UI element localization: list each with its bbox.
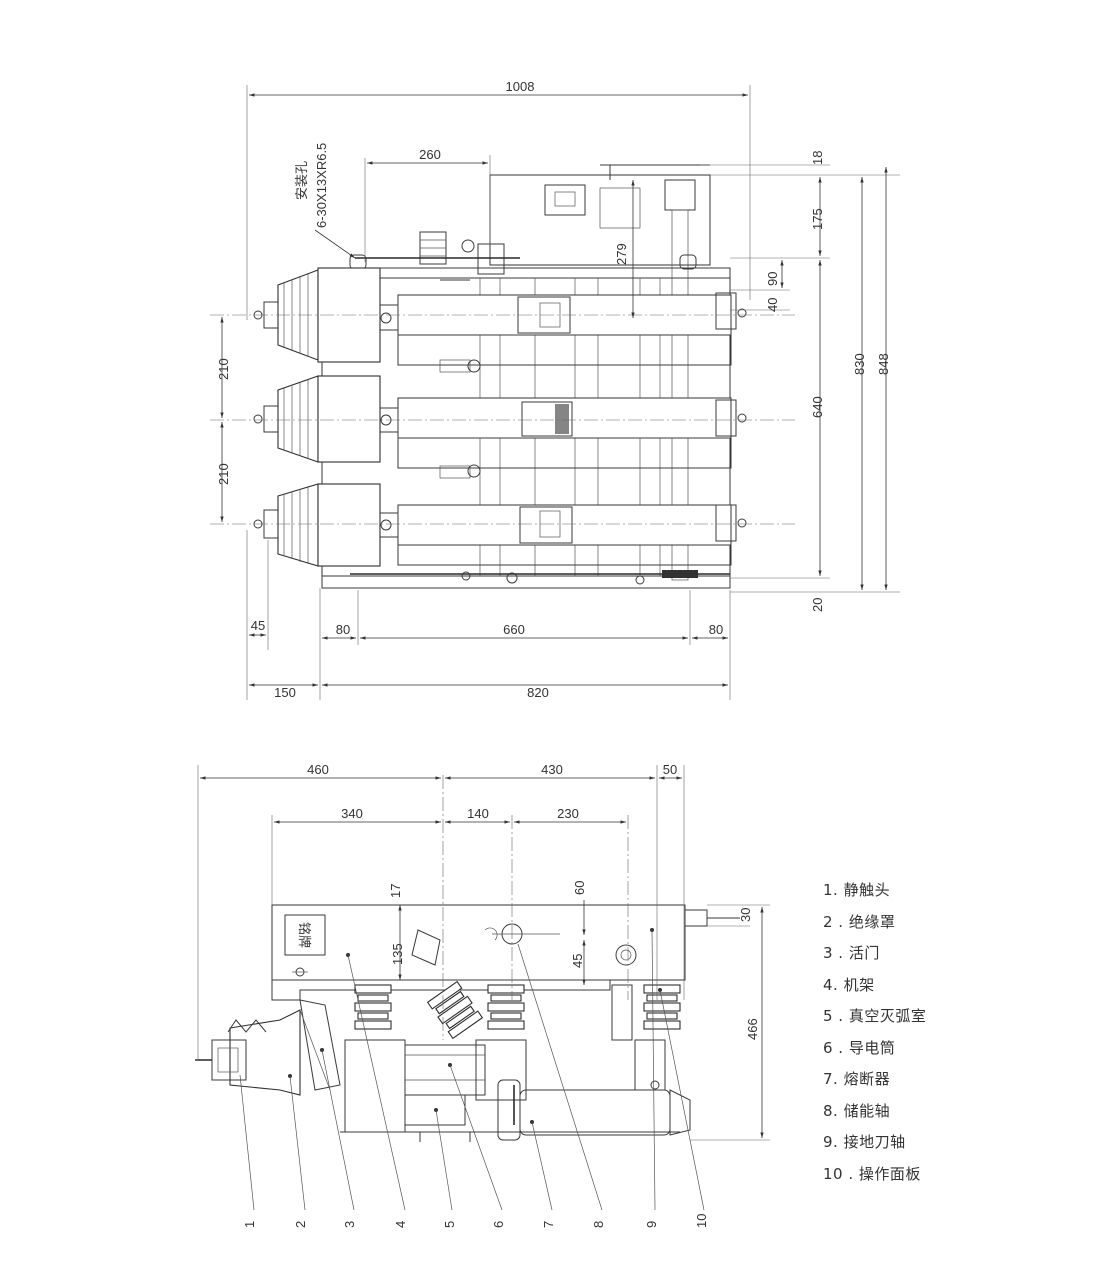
mounting-slot-left	[349, 254, 367, 270]
vacuum-interrupter	[344, 1039, 406, 1133]
dim-848: 848	[876, 353, 891, 375]
linkage-block	[477, 243, 505, 275]
shutter	[299, 999, 341, 1091]
callout-10: 10	[694, 1214, 709, 1228]
callout-2: 2	[293, 1221, 308, 1228]
insulator-mid	[487, 984, 525, 1030]
callout-6: 6	[491, 1221, 506, 1228]
dim-135: 135	[390, 943, 405, 965]
callout-3: 3	[342, 1221, 357, 1228]
legend-item: 1. 静触头	[823, 881, 891, 899]
frame-bottom-rail	[321, 575, 731, 589]
dim-60: 60	[572, 881, 587, 895]
dim-20: 20	[810, 598, 825, 612]
fuse	[519, 1089, 671, 1136]
top-view: 1008 260 安装孔 6-30X13XR6.5 210 210 18	[210, 79, 900, 700]
dim-30: 30	[738, 908, 753, 922]
dim-175: 175	[810, 208, 825, 230]
dim-820: 820	[527, 685, 549, 700]
dim-45-side: 45	[570, 954, 585, 968]
dim-1008: 1008	[506, 79, 535, 94]
operating-shaft	[671, 209, 689, 581]
parts-legend: 1. 静触头 2 . 绝缘罩 3 . 活门 4. 机架 5 . 真空灭弧室 6 …	[823, 880, 1043, 1195]
nameplate-box	[284, 914, 326, 956]
callout-4: 4	[393, 1221, 408, 1228]
dim-466: 466	[745, 1018, 760, 1040]
dim-50: 50	[663, 762, 677, 777]
phase-b	[253, 375, 747, 479]
legend-item: 6 . 导电筒	[823, 1038, 896, 1057]
nameplate-text: 铭牌	[297, 922, 312, 948]
callouts: 1 2 3 4 5 6 7 8 9 10	[239, 928, 709, 1228]
dim-430: 430	[541, 762, 563, 777]
frame-box	[271, 904, 686, 981]
callout-9: 9	[644, 1221, 659, 1228]
bottom-spring-band	[662, 570, 698, 578]
side-view-dimensions: 460 430 50 340 140 230 17 135 60 45 30 4…	[197, 762, 770, 1141]
dim-260: 260	[419, 147, 441, 162]
insulator-left	[354, 984, 392, 1030]
dim-18: 18	[810, 151, 825, 165]
dim-90: 90	[765, 272, 780, 286]
phase-c	[253, 483, 747, 567]
mechanism-plate	[599, 187, 641, 229]
legend-item: 4. 机架	[823, 975, 875, 994]
dim-80-left: 80	[336, 622, 350, 637]
dim-150: 150	[274, 685, 296, 700]
top-view-dimensions: 1008 260 安装孔 6-30X13XR6.5 210 210 18	[216, 79, 900, 700]
side-bracket	[684, 909, 708, 927]
dim-140: 140	[467, 806, 489, 821]
callout-1: 1	[242, 1221, 257, 1228]
legend-item: 8. 储能轴	[823, 1101, 891, 1120]
dim-210-upper: 210	[216, 358, 231, 380]
earthing-shaft-hole	[615, 944, 637, 966]
dim-460: 460	[307, 762, 329, 777]
insulating-cover	[229, 1009, 301, 1096]
dim-340: 340	[341, 806, 363, 821]
insulator-right	[643, 984, 681, 1030]
dim-80-right: 80	[709, 622, 723, 637]
side-view: 铭牌	[195, 762, 770, 1228]
indicator-box	[544, 184, 586, 216]
mount-hole-spec: 6-30X13XR6.5	[314, 143, 329, 228]
callout-7: 7	[541, 1221, 556, 1228]
callout-5: 5	[442, 1221, 457, 1228]
dim-279: 279	[614, 243, 629, 265]
dim-17: 17	[388, 884, 403, 898]
callout-8: 8	[591, 1221, 606, 1228]
legend-item: 5 . 真空灭弧室	[823, 1007, 927, 1025]
legend-item: 3 . 活门	[823, 944, 880, 962]
dim-45: 45	[251, 618, 265, 633]
dim-660: 660	[503, 622, 525, 637]
mounting-slot-right	[679, 254, 697, 270]
dim-640: 640	[810, 396, 825, 418]
dim-210-lower: 210	[216, 463, 231, 485]
indicator-window	[554, 191, 576, 207]
dim-40: 40	[765, 298, 780, 312]
conductive-tube	[404, 1044, 486, 1096]
operating-panel	[611, 984, 633, 1041]
mount-hole-label: 安装孔	[294, 161, 309, 200]
legend-item: 10 . 操作面板	[823, 1164, 921, 1183]
legend-item: 2 . 绝缘罩	[823, 912, 896, 931]
legend-item: 9. 接地刀轴	[823, 1133, 906, 1151]
linkage-pin	[461, 239, 475, 253]
legend-item: 7. 熔断器	[823, 1070, 891, 1088]
dim-230: 230	[557, 806, 579, 821]
dim-830: 830	[852, 353, 867, 375]
